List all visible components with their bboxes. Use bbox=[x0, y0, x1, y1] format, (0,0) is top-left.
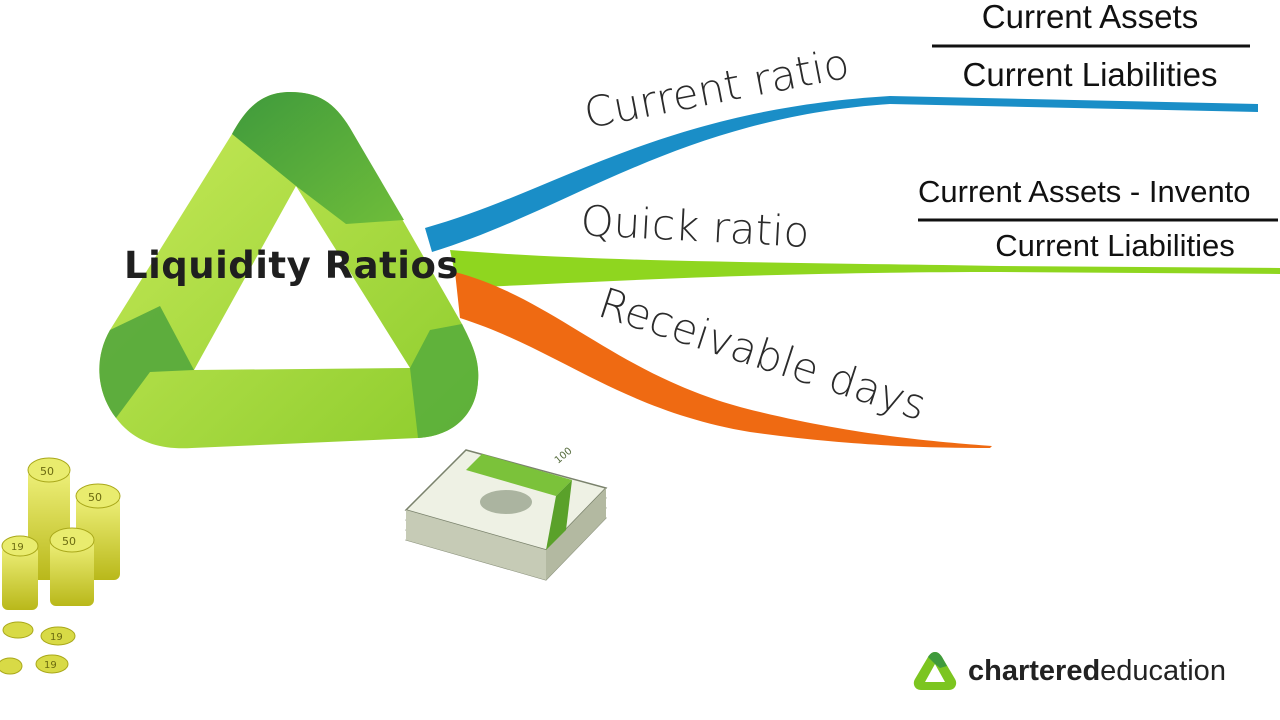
liquidity-triangle-icon bbox=[99, 92, 479, 449]
banknote-stack-icon: 100 bbox=[404, 446, 608, 581]
svg-text:100: 100 bbox=[553, 446, 575, 467]
svg-text:19: 19 bbox=[50, 632, 63, 643]
quick-ratio-branch bbox=[450, 250, 1280, 288]
brand-logo: charterededucation bbox=[912, 650, 1226, 692]
coin-stacks-icon: 50 50 50 19 19 19 bbox=[0, 457, 121, 675]
current-ratio-branch bbox=[425, 96, 1258, 252]
svg-text:50: 50 bbox=[88, 491, 102, 504]
center-label: Liquidity Ratios bbox=[124, 244, 459, 287]
svg-text:19: 19 bbox=[11, 542, 24, 553]
quick-ratio-numerator: Current Assets - Invento bbox=[918, 174, 1251, 209]
svg-text:50: 50 bbox=[40, 465, 54, 478]
brand-wordmark: charterededucation bbox=[968, 655, 1226, 688]
brand-triangle-icon bbox=[913, 652, 957, 690]
current-ratio-numerator: Current Assets bbox=[981, 0, 1199, 35]
svg-text:50: 50 bbox=[62, 535, 76, 548]
quick-ratio-denominator: Current Liabilities bbox=[995, 228, 1235, 263]
brand-regular: education bbox=[1100, 654, 1226, 687]
receivable-days-branch bbox=[455, 272, 992, 448]
current-ratio-denominator: Current Liabilities bbox=[962, 56, 1218, 93]
brand-bold: chartered bbox=[968, 654, 1101, 687]
svg-text:19: 19 bbox=[44, 660, 57, 671]
